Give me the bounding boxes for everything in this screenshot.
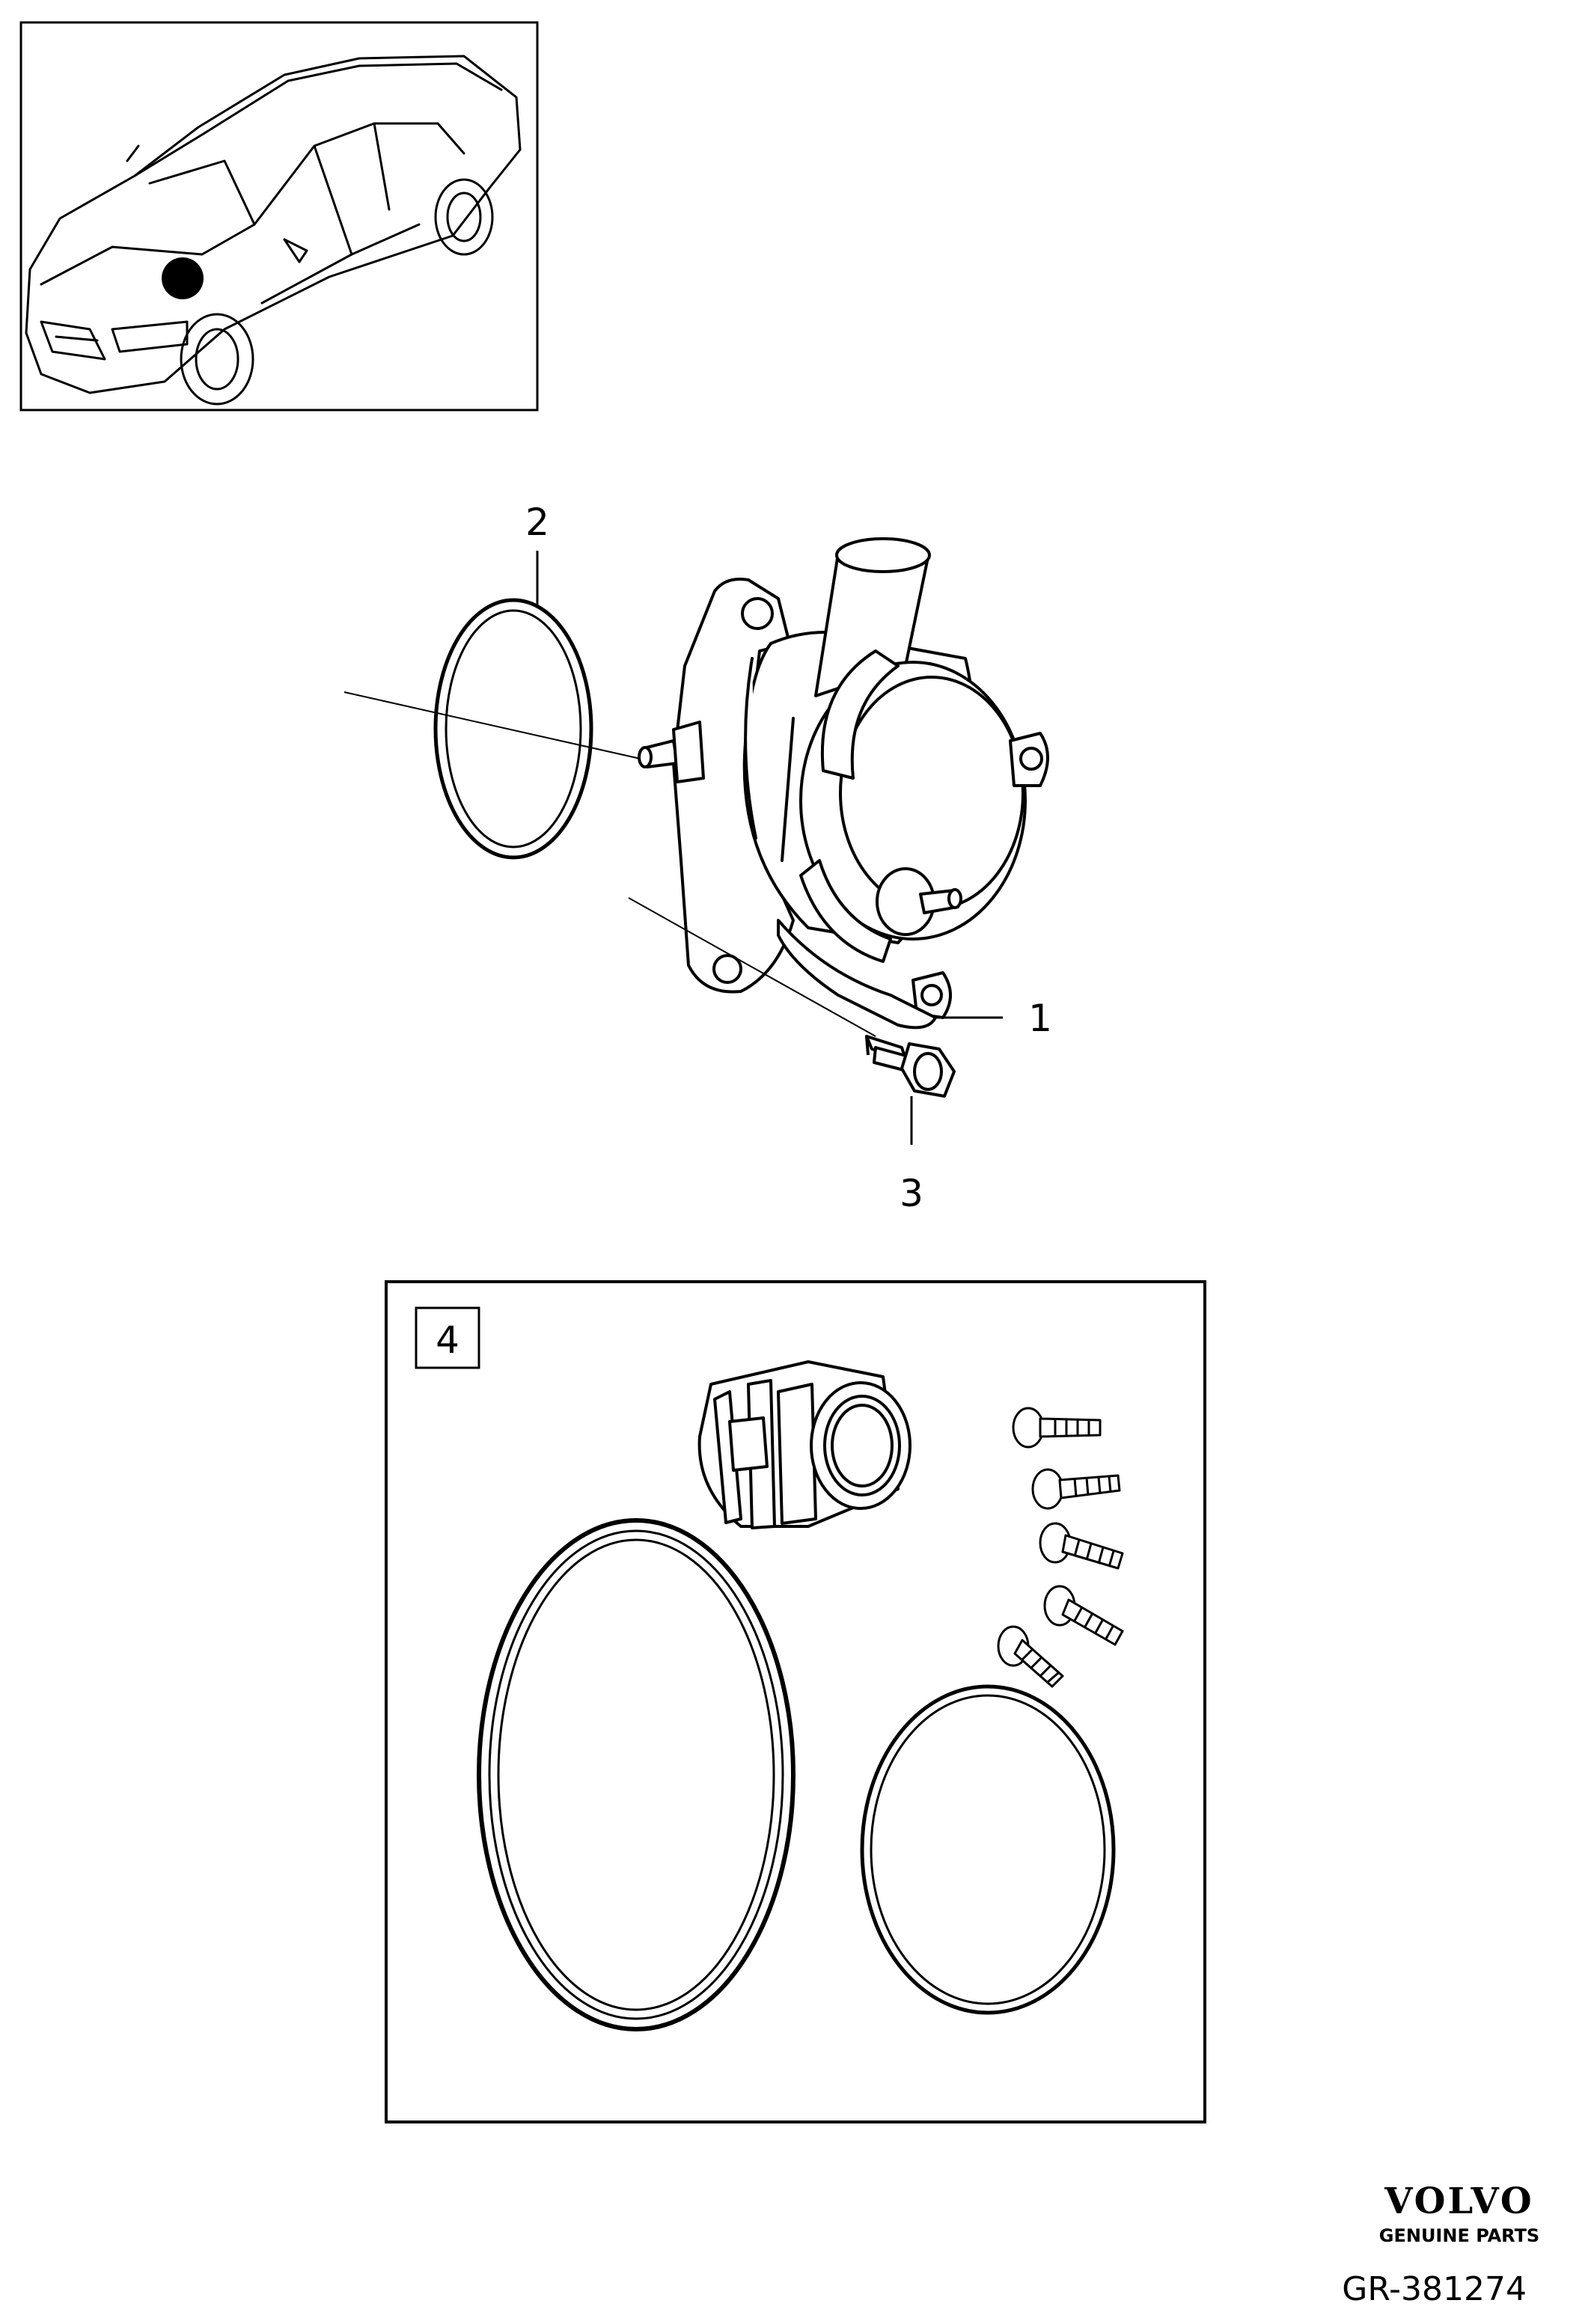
screw-icon xyxy=(997,1407,1124,1688)
bolt-axis-line xyxy=(628,897,876,1037)
vehicle-locator-inset xyxy=(19,21,539,412)
kit-number-box xyxy=(415,1306,480,1369)
o-ring-icon xyxy=(860,1684,1116,2015)
brand-name: VOLVO xyxy=(1384,2180,1533,2222)
brand-tagline: GENUINE PARTS xyxy=(1379,2225,1539,2246)
location-marker xyxy=(162,257,204,299)
callout-label-1: 1 xyxy=(1028,997,1052,1040)
o-ring-icon xyxy=(433,598,593,860)
callout-label-4: 4 xyxy=(436,1318,459,1362)
car-locator-icon xyxy=(25,55,522,406)
gasket-icon xyxy=(477,1518,796,2031)
assembly-axis-line xyxy=(343,691,644,760)
callout-label-3: 3 xyxy=(900,1172,923,1215)
coupling-icon xyxy=(697,1360,911,1529)
vacuum-pump-icon xyxy=(638,537,1049,1030)
brand-logo: VOLVO GENUINE PARTS xyxy=(1379,2180,1539,2246)
reference-number: GR-381274 xyxy=(1342,2270,1527,2308)
callout-label-2: 2 xyxy=(525,501,549,544)
repair-kit-box: 4 xyxy=(385,1280,1206,2123)
bolt-icon xyxy=(865,1035,956,1098)
